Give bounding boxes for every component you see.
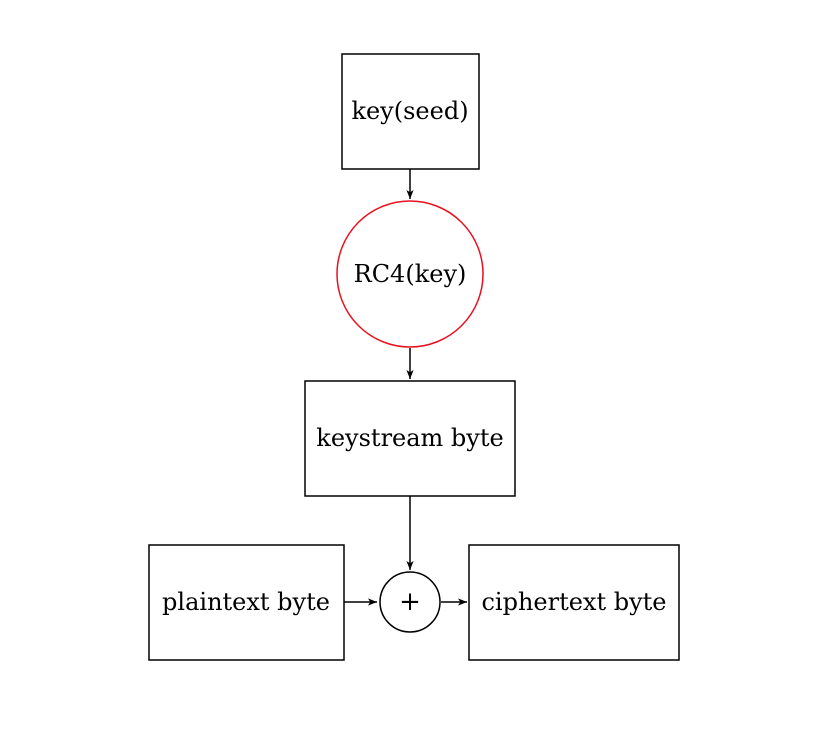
keystream-label: keystream byte bbox=[316, 424, 503, 452]
keystream-node: keystream byte bbox=[304, 380, 516, 497]
ciphertext-node: ciphertext byte bbox=[468, 544, 680, 661]
key-seed-node: key(seed) bbox=[341, 53, 480, 170]
xor-node: + bbox=[379, 571, 441, 633]
rc4-label: RC4(key) bbox=[354, 260, 467, 288]
key-seed-label: key(seed) bbox=[351, 97, 468, 125]
rc4-node: RC4(key) bbox=[336, 200, 484, 348]
plaintext-node: plaintext byte bbox=[148, 544, 345, 661]
plaintext-label: plaintext byte bbox=[162, 588, 330, 616]
ciphertext-label: ciphertext byte bbox=[481, 588, 666, 616]
xor-symbol: + bbox=[399, 587, 421, 617]
rc4-circle bbox=[336, 200, 484, 348]
